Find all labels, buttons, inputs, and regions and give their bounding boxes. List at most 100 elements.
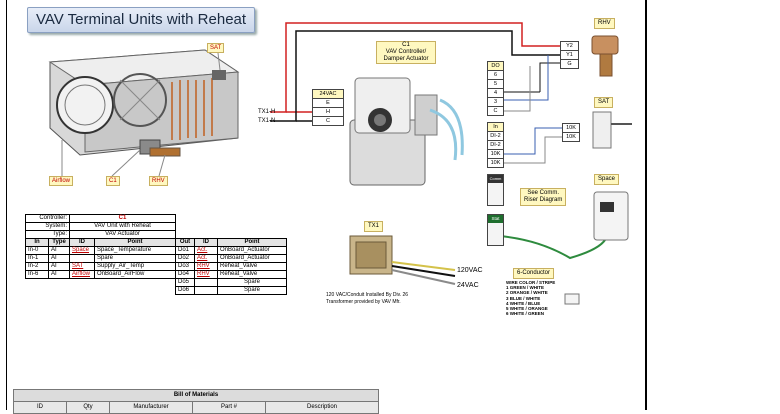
rhv-terminal-y2: Y2 bbox=[561, 42, 578, 51]
comm-note-1: See Comm. bbox=[527, 190, 560, 196]
wire-legend-header: WIRE COLOR / STRIPE bbox=[506, 280, 556, 285]
stat-terminal-block: Stat bbox=[487, 214, 504, 246]
transformer-120vac: 120VAC bbox=[457, 267, 483, 274]
table-row: Do6 Spare bbox=[26, 286, 287, 295]
rhv-terminal-g: G bbox=[567, 61, 572, 67]
space-stat-illustration bbox=[593, 191, 629, 241]
power-terminal-block: 24VAC E H C bbox=[312, 89, 344, 126]
controller-row-label: Controller: bbox=[25, 214, 70, 223]
comm-note-2: Riser Diagram bbox=[524, 197, 563, 203]
callout-airflow: Airflow bbox=[49, 176, 74, 186]
cell: Do6 bbox=[175, 286, 195, 295]
comm-terminal-block: Comm bbox=[487, 174, 504, 206]
cell: In-0 bbox=[25, 246, 49, 255]
power-terminal-h: H bbox=[313, 108, 343, 117]
cell: Act. bbox=[194, 254, 218, 263]
wire-legend-1: 1 GREEN / WHITE bbox=[506, 285, 545, 291]
power-terminal-header: 24VAC bbox=[313, 90, 343, 99]
do-terminal-4: 4 bbox=[488, 89, 503, 98]
table-row: In-1 AI Spare Do2 Act. OnBoard_Actuator bbox=[25, 254, 287, 263]
bom-header-row: ID Qty Manufacturer Part # Description bbox=[13, 401, 379, 414]
tx1-h-label: TX1-H bbox=[258, 109, 276, 115]
bom-col-id: ID bbox=[13, 401, 67, 414]
comm-terminal-header: Comm bbox=[488, 175, 503, 183]
cell: In-6 bbox=[25, 270, 49, 279]
controller-callout: C1 VAV Controller/ Damper Actuator bbox=[376, 41, 436, 64]
ai-terminal-header: In bbox=[488, 123, 503, 132]
do-terminal-5: 5 bbox=[488, 80, 503, 89]
sheet-border-right bbox=[645, 0, 647, 410]
points-table: Controller: C1 System: VAV Unit with Reh… bbox=[25, 214, 287, 295]
space-device-label: Space bbox=[594, 174, 620, 185]
transformer-note-1: 120 VAC/Conduit Installed By Div. 26 bbox=[326, 292, 409, 298]
bill-of-materials: Bill of Materials ID Qty Manufacturer Pa… bbox=[13, 389, 379, 414]
sat-device-label: SAT bbox=[594, 97, 614, 108]
cell: AI bbox=[48, 246, 70, 255]
do-terminal-6: 6 bbox=[488, 71, 503, 80]
bom-col-qty: Qty bbox=[66, 401, 110, 414]
transformer-illustration bbox=[349, 235, 456, 285]
cell: Airflow bbox=[69, 270, 95, 279]
cell: Supply_Air_Temp bbox=[94, 262, 176, 271]
rhv-terminal-block: Y2 Y1 G bbox=[560, 41, 579, 69]
table-row: In-2 AI SAT Supply_Air_Temp Do3 RHV Rehe… bbox=[25, 262, 287, 271]
cell: Do1 bbox=[175, 246, 195, 255]
stat-terminal-header: Stat bbox=[488, 215, 503, 223]
ai-terminal-block: In DI-2 DI-2 10K 10K bbox=[487, 122, 504, 168]
col-out: Out bbox=[175, 238, 195, 247]
cell: In-1 bbox=[25, 254, 49, 263]
cell: In-2 bbox=[25, 262, 49, 271]
type-row-value: VAV Actuator bbox=[69, 230, 176, 239]
col-out-id: ID bbox=[194, 238, 218, 247]
ai-terminal-4: 10K bbox=[490, 160, 501, 166]
type-row-label: Type: bbox=[25, 230, 70, 239]
do-terminal-c: C bbox=[493, 108, 498, 114]
cell: Do3 bbox=[175, 262, 195, 271]
cell: Spare bbox=[217, 286, 287, 295]
transformer-note-2: Transformer provided by VAV Mfr. bbox=[326, 299, 401, 305]
do-terminal-header: DO bbox=[488, 62, 503, 71]
controller-desc-2: Damper Actuator bbox=[383, 56, 429, 62]
cell: SAT bbox=[69, 262, 95, 271]
controller-illustration bbox=[349, 77, 464, 186]
transformer-24vac: 24VAC bbox=[457, 282, 479, 289]
cell: Spare bbox=[94, 254, 176, 263]
ai-terminal-2: DI-2 bbox=[488, 141, 503, 150]
col-point: Point bbox=[94, 238, 176, 247]
callout-rhv: RHV bbox=[149, 176, 168, 186]
sat-sensor-illustration bbox=[592, 111, 632, 149]
callout-c1: C1 bbox=[106, 176, 120, 186]
cell: Space bbox=[69, 246, 95, 255]
cell: Reheat_Valve bbox=[217, 262, 287, 271]
ai-terminal-3: 10K bbox=[488, 150, 503, 159]
system-row-label: System: bbox=[25, 222, 70, 231]
do-terminal-3: 3 bbox=[488, 98, 503, 107]
controller-desc-1: VAV Controller/ bbox=[385, 49, 427, 55]
cell: AI bbox=[48, 262, 70, 271]
wire-legend-4: 4 WHITE / BLUE bbox=[506, 300, 541, 306]
cell: Spare bbox=[217, 278, 287, 287]
rhv-terminal-y1: Y1 bbox=[561, 51, 578, 60]
wire-legend-5: 5 WHITE / ORANGE bbox=[506, 306, 548, 312]
controller-row-value: C1 bbox=[69, 214, 176, 223]
cell bbox=[194, 278, 218, 287]
bom-title: Bill of Materials bbox=[13, 389, 379, 402]
comm-riser-note: See Comm. Riser Diagram bbox=[520, 188, 567, 206]
wire-legend-6: 6 WHITE / GREEN bbox=[506, 311, 545, 317]
points-table-header-row: In Type ID Point Out ID Point bbox=[25, 238, 287, 247]
cell: Space_Temperature bbox=[94, 246, 176, 255]
table-row: In-0 AI Space Space_Temperature Do1 Act.… bbox=[25, 246, 287, 255]
sat-terminal-2: 10K bbox=[566, 134, 576, 140]
bom-col-description: Description bbox=[265, 401, 379, 414]
cell: OnBoard_AirFlow bbox=[94, 270, 176, 279]
power-terminal-c: C bbox=[326, 118, 330, 124]
cell: Do2 bbox=[175, 254, 195, 263]
cell: Do5 bbox=[175, 278, 195, 287]
controller-id: C1 bbox=[402, 42, 410, 48]
do-terminal-block: DO 6 5 4 3 C bbox=[487, 61, 504, 116]
cell bbox=[194, 286, 218, 295]
cell: RHV bbox=[194, 270, 218, 279]
table-row: In-6 AI Airflow OnBoard_AirFlow Do4 RHV … bbox=[25, 270, 287, 279]
